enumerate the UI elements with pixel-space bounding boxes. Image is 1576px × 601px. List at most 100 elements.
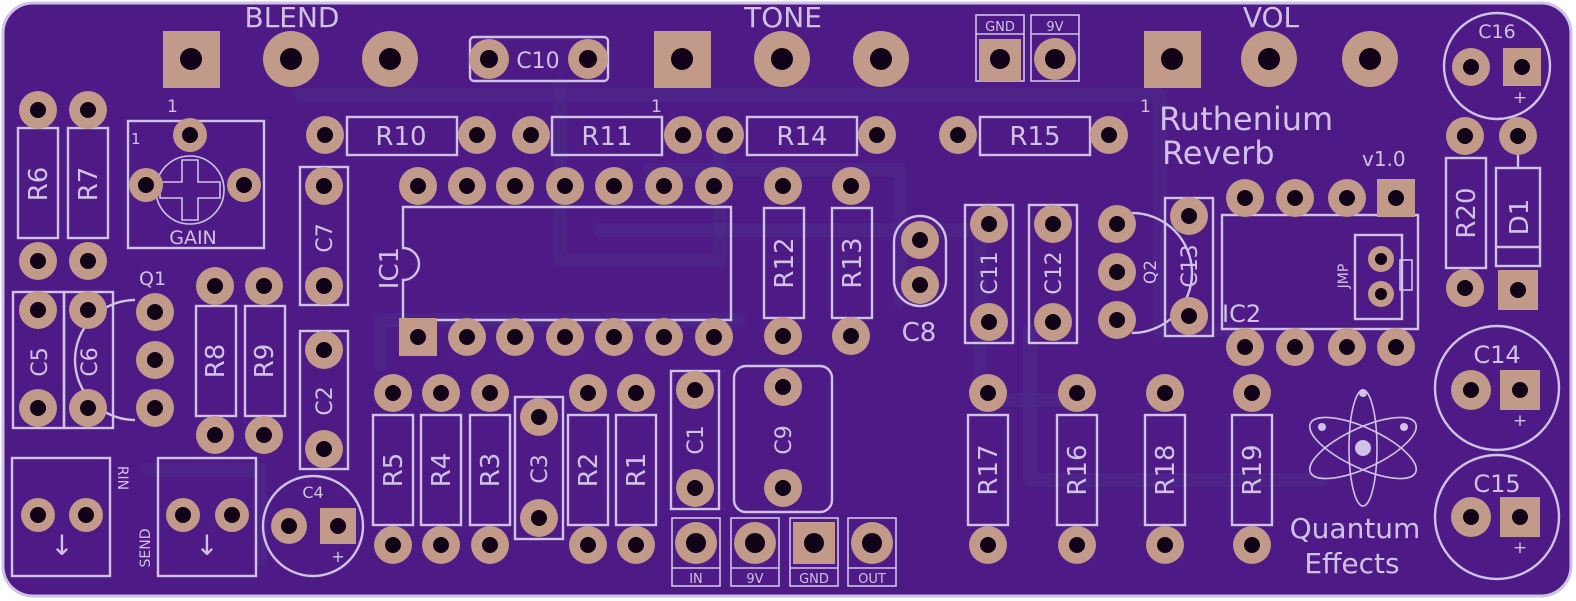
capacitor-c4: C4 + xyxy=(261,474,365,578)
svg-text:C16: C16 xyxy=(1478,21,1515,43)
resistor-pad xyxy=(1146,526,1184,564)
resistor-pad xyxy=(374,374,412,412)
diode-d1: D1 xyxy=(1494,117,1542,310)
ic2-pin xyxy=(1377,179,1415,217)
ic2-pin xyxy=(1276,179,1314,217)
svg-text:+: + xyxy=(1513,88,1527,108)
capacitor-c5: C5 xyxy=(11,290,66,430)
svg-text:R9: R9 xyxy=(250,344,280,379)
board-title-line1: Ruthenium xyxy=(1159,100,1333,138)
ic2-pin xyxy=(1328,179,1366,217)
svg-text:C12: C12 xyxy=(1042,251,1067,294)
resistor-r6: R6 xyxy=(16,91,60,280)
ic1-pin xyxy=(645,167,683,205)
transistor-q1: Q1 xyxy=(73,268,174,427)
capacitor-c2: C2 xyxy=(298,329,350,471)
resistor-pad xyxy=(471,526,509,564)
svg-text:R12: R12 xyxy=(770,237,800,288)
svg-text:R8: R8 xyxy=(201,344,231,379)
pot-tone-pin1: 1 xyxy=(651,97,662,117)
capacitor-c13: C13 xyxy=(1163,196,1215,338)
svg-text:R11: R11 xyxy=(581,122,632,152)
svg-text:C7: C7 xyxy=(313,223,338,252)
svg-text:C9: C9 xyxy=(772,425,797,454)
ic1-pin xyxy=(695,318,733,356)
resistor-pad xyxy=(1058,374,1096,412)
resistor-r4: R4 xyxy=(419,374,463,564)
svg-text:R7: R7 xyxy=(74,167,104,202)
ic1-pin xyxy=(399,167,437,205)
ic2-label: IC2 xyxy=(1222,300,1261,328)
jack-send: ↓ SEND xyxy=(138,456,258,578)
trimmer-gain-pin1: 1 xyxy=(131,130,141,148)
svg-text:C15: C15 xyxy=(1473,470,1520,498)
resistor-pad xyxy=(422,526,460,564)
resistor-r10: R10 xyxy=(306,115,496,157)
resistor-pad xyxy=(1233,374,1271,412)
svg-text:+: + xyxy=(1513,411,1527,431)
svg-text:C11: C11 xyxy=(978,251,1003,294)
svg-text:+: + xyxy=(331,547,344,566)
ic1-pin xyxy=(546,167,584,205)
resistor-r20: R20 xyxy=(1444,117,1488,307)
resistor-pad xyxy=(374,526,412,564)
io-header-bottom: IN 9V GND OUT xyxy=(671,517,897,587)
ic1-dip14: IC1 xyxy=(375,167,733,356)
ic2-pin xyxy=(1276,328,1314,366)
resistor-pad xyxy=(471,374,509,412)
brand-line2: Effects xyxy=(1304,547,1399,580)
ic1-pin xyxy=(448,167,486,205)
resistor-r1: R1 xyxy=(614,374,658,564)
capacitor-c10: C10 xyxy=(468,35,610,83)
ic1-pin xyxy=(399,318,437,356)
resistor-pad xyxy=(617,374,655,412)
power-header-top: GND 9V xyxy=(975,14,1080,82)
diode-d1-label: D1 xyxy=(1505,199,1535,236)
jack-rin: ↓ RIN xyxy=(10,456,130,578)
ic1-pin xyxy=(695,167,733,205)
resistor-pad xyxy=(617,526,655,564)
ic1-label: IC1 xyxy=(375,247,405,289)
resistor-r8: R8 xyxy=(194,267,238,454)
resistor-pad xyxy=(1233,526,1271,564)
resistor-label: R16 xyxy=(1063,444,1093,495)
resistor-r12: R12 xyxy=(762,167,806,355)
ic1-pin xyxy=(496,318,534,356)
capacitor-c9: C9 xyxy=(732,364,834,514)
svg-text:R15: R15 xyxy=(1009,122,1060,152)
svg-text:C4: C4 xyxy=(302,483,323,502)
svg-text:C8: C8 xyxy=(902,318,937,348)
resistor-label: R17 xyxy=(974,444,1004,495)
ic2-dip8: IC2 JMP xyxy=(1220,179,1420,366)
resistor-r2: R2 xyxy=(566,374,610,564)
io-in-label: IN xyxy=(689,572,703,587)
pot-blend: 1 xyxy=(163,31,418,117)
resistor-r17: R17 xyxy=(966,374,1010,564)
resistor-r15: R15 xyxy=(939,115,1128,157)
resistor-r18: R18 xyxy=(1143,374,1187,564)
resistor-r16: R16 xyxy=(1055,374,1099,564)
svg-text:R20: R20 xyxy=(1452,187,1482,238)
board-title-line2: Reverb xyxy=(1162,134,1275,172)
resistor-r14: R14 xyxy=(706,115,896,157)
resistor-r11: R11 xyxy=(512,115,702,157)
ic1-pin xyxy=(645,318,683,356)
capacitor-c15: C15 + xyxy=(1433,453,1561,581)
resistor-pad xyxy=(422,374,460,412)
jumper-label: JMP xyxy=(1336,264,1352,290)
resistor-r7: R7 xyxy=(66,91,110,280)
capacitor-c12: C12 xyxy=(1027,203,1079,345)
resistor-r19: R19 xyxy=(1230,374,1274,564)
capacitor-c14: C14 + xyxy=(1433,324,1561,452)
ic2-pin xyxy=(1328,328,1366,366)
svg-text:C13: C13 xyxy=(1178,244,1203,287)
svg-text:C1: C1 xyxy=(684,425,709,454)
svg-text:C6: C6 xyxy=(78,347,103,376)
transistor-q2-label: Q2 xyxy=(1141,260,1161,284)
ic1-pin xyxy=(546,318,584,356)
svg-text:C5: C5 xyxy=(28,347,53,376)
transistor-q2: Q2 xyxy=(1098,205,1194,339)
